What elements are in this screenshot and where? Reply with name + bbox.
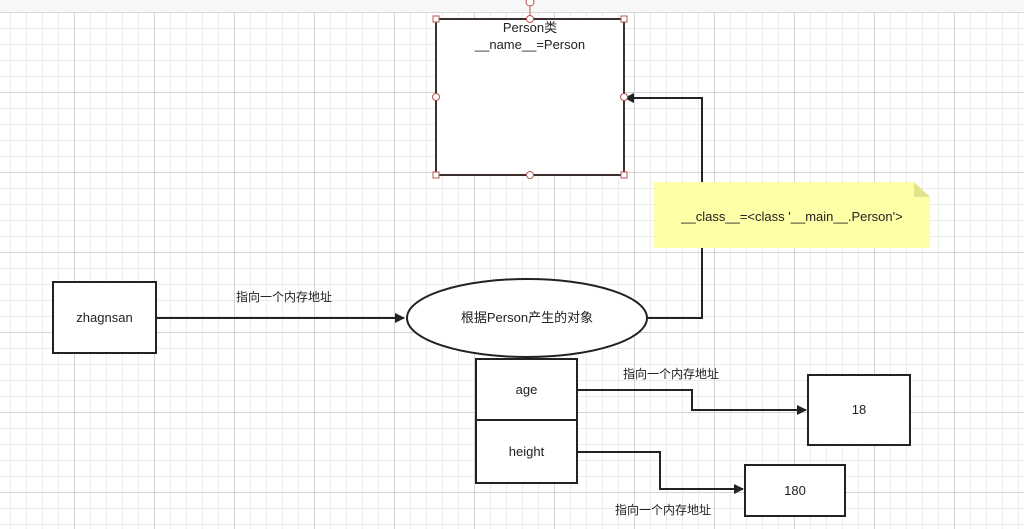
- resize-handle-nw[interactable]: [432, 15, 440, 23]
- attribute-label-age: age: [516, 382, 538, 397]
- class-box-title: Person类: [503, 20, 557, 35]
- value-label-age: 18: [852, 402, 866, 417]
- object-ellipse[interactable]: [406, 278, 648, 358]
- note-fold: [914, 182, 930, 197]
- connection-point-top[interactable]: [526, 15, 534, 23]
- connection-point-bottom[interactable]: [526, 171, 534, 179]
- resize-handle-sw[interactable]: [432, 171, 440, 179]
- resize-handle-se[interactable]: [620, 171, 628, 179]
- class-box[interactable]: [435, 18, 625, 176]
- note-text: __class__=<class '__main__.Person'>: [680, 209, 902, 224]
- class-box-name-attr: __name__=Person: [474, 37, 585, 52]
- value-box-age[interactable]: [807, 374, 911, 446]
- edge-label-height-to-value: 指向一个内存地址: [615, 502, 711, 517]
- connection-point-left[interactable]: [432, 93, 440, 101]
- edge-label-var-to-obj: 指向一个内存地址: [236, 289, 332, 304]
- connection-point-right[interactable]: [620, 93, 628, 101]
- rotate-handle[interactable]: [525, 0, 535, 7]
- object-label: 根据Person产生的对象: [461, 310, 593, 325]
- value-label-height: 180: [784, 483, 806, 498]
- attribute-box-height[interactable]: [475, 419, 578, 484]
- variable-label: zhagnsan: [76, 310, 132, 325]
- variable-box[interactable]: [52, 281, 157, 354]
- attribute-label-height: height: [509, 444, 545, 459]
- note-shape[interactable]: [654, 182, 930, 248]
- edge-label-age-to-value: 指向一个内存地址: [623, 366, 719, 381]
- edge-age-to-value[interactable]: [577, 389, 807, 415]
- canvas-top-bar: [0, 0, 1024, 13]
- value-box-height[interactable]: [744, 464, 846, 517]
- resize-handle-ne[interactable]: [620, 15, 628, 23]
- edge-height-to-value[interactable]: [577, 451, 744, 494]
